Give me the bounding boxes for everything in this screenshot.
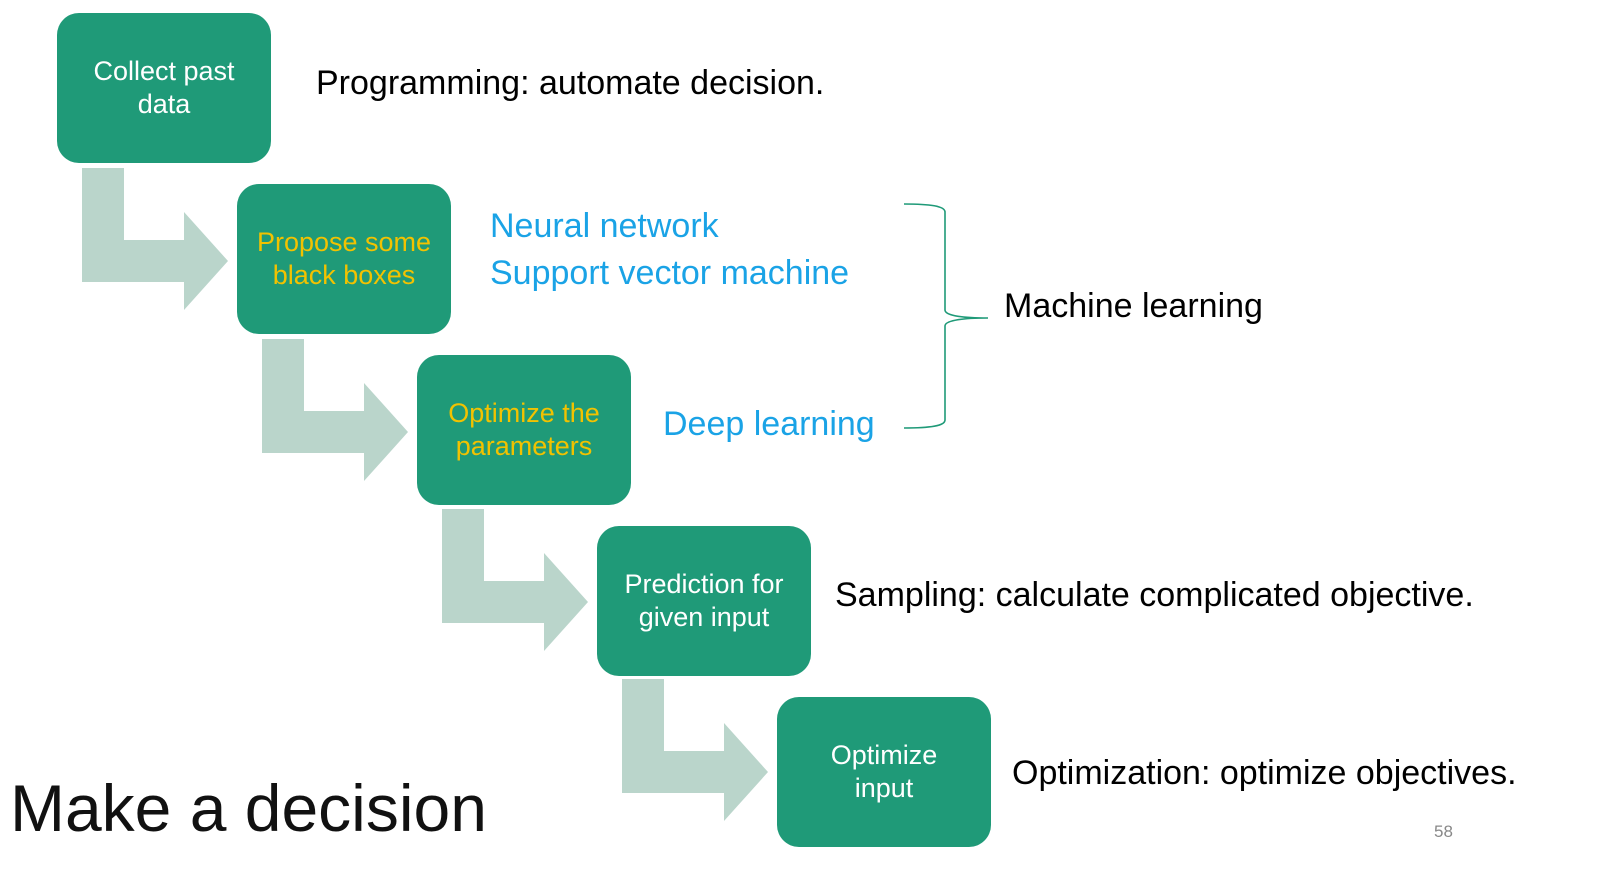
machine-learning-label: Machine learning	[1004, 287, 1263, 325]
arrow-1-icon	[82, 168, 228, 310]
step-label: Prediction for	[624, 569, 784, 599]
sampling-annotation: Sampling: calculate complicated objectiv…	[835, 576, 1474, 614]
step-label: black boxes	[272, 260, 416, 290]
svm-label: Support vector machine	[490, 254, 850, 292]
arrow-3-icon	[442, 509, 588, 651]
neural-network-label: Neural network	[490, 207, 719, 245]
step-label: Propose some	[256, 227, 432, 257]
step-label: parameters	[455, 431, 593, 461]
page-number: 58	[1434, 822, 1453, 841]
step-label: Optimize the	[448, 398, 600, 428]
arrow-2-icon	[262, 339, 408, 481]
step-label: given input	[638, 602, 770, 632]
deep-learning-label: Deep learning	[663, 405, 875, 443]
step-label: data	[137, 89, 191, 119]
step-label: input	[854, 773, 914, 803]
slide-title: Make a decision	[10, 771, 487, 845]
step-label: Collect past	[93, 56, 235, 86]
arrow-4-icon	[622, 679, 768, 821]
brace-icon	[903, 203, 989, 429]
programming-annotation: Programming: automate decision.	[316, 64, 825, 102]
step-label: Optimize	[830, 740, 938, 770]
optimization-annotation: Optimization: optimize objectives.	[1012, 754, 1517, 792]
